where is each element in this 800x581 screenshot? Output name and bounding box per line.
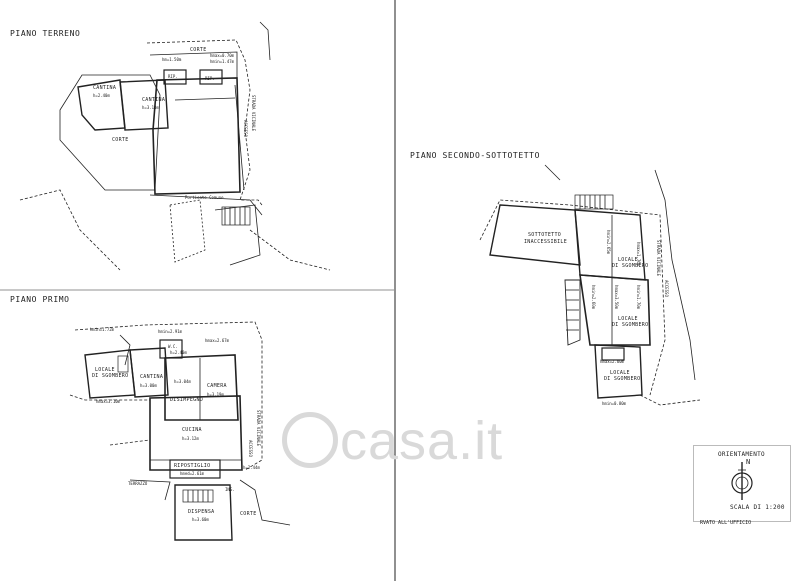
first-hmax-left: hmax=3.10m (96, 399, 121, 404)
ground-rip2: RIP. (205, 76, 215, 81)
ground-h2: h=3.10m (142, 105, 159, 110)
second-hmin1: hmin=2.65m (606, 230, 611, 255)
second-hmax2: hmax=3.50m (614, 285, 619, 310)
ground-h1: h=2.40m (93, 93, 110, 98)
first-dispensa: DISPENSA (188, 509, 215, 515)
second-locale-c2: DI SGOMBERO (604, 376, 641, 382)
ground-cantina2: CANTINA (142, 97, 166, 103)
first-h-dis: h=3.04m (174, 379, 191, 384)
legend-riservato: RVATO ALL'UFFICIO (700, 520, 752, 526)
ground-floor-plan (19, 21, 331, 271)
first-ripostiglio: RIPOSTIGLIO (174, 463, 211, 469)
first-locale-b: DI SGOMBERO (92, 373, 129, 379)
first-locale: LOCALE (95, 367, 115, 373)
second-floor-title: PIANO SECONDO-SOTTOTETTO (410, 151, 540, 160)
ground-hm-top3: hmin=1.47m (210, 59, 235, 64)
first-hmax-top: hmax=2.67m (205, 338, 230, 343)
ground-hm-top1: hm=1.50m (162, 57, 182, 62)
second-locale-a: LOCALE (618, 257, 638, 263)
second-hmax3: hmax=2.60m (600, 359, 625, 364)
first-corte: CORTE (240, 511, 257, 517)
first-ing: ING. (225, 487, 235, 492)
second-locale-c: LOCALE (610, 370, 630, 376)
first-cucina: CUCINA (182, 427, 202, 433)
first-terrazzo: TERRAZZO (128, 481, 148, 486)
ground-strada: STRADA VICINALE (251, 95, 256, 132)
second-inaccessibile: INACCESSIBILE (524, 239, 568, 245)
ground-corte-top: CORTE (190, 47, 207, 53)
ground-corte-left: CORTE (112, 137, 129, 143)
first-wc: W.C. (168, 344, 178, 349)
first-h-rip: hmed=2.61m (180, 471, 205, 476)
second-hmin3: hmin=1.70m (636, 285, 641, 310)
watermark-logo-ring (282, 412, 338, 468)
first-disimpegno: DISIMPEGNO (170, 397, 204, 403)
second-accesso: ACCESSO (664, 280, 669, 297)
first-strada: STRADA VICINALE (256, 410, 261, 447)
second-strada: STRADA VICINALE (656, 240, 661, 277)
legend-box (693, 445, 791, 522)
first-accesso: ACCESSO (248, 440, 253, 457)
second-locale-b2: DI SGOMBERO (612, 322, 649, 328)
ground-floor-title: PIANO TERRENO (10, 29, 81, 38)
first-floor-plan (69, 321, 291, 541)
first-h-cantina: h=3.00m (140, 383, 157, 388)
first-h-right: h=2.44m (243, 465, 260, 470)
first-cantina: CANTINA (140, 374, 164, 380)
first-floor-title: PIANO PRIMO (10, 295, 70, 304)
second-floor-plan (479, 164, 701, 406)
ground-porticato: Porticato Comune (185, 195, 224, 200)
first-hmin-left: hmin=1.72m (90, 327, 115, 332)
second-hmin4: hmin=0.80m (602, 401, 627, 406)
second-sottotetto: SOTTOTETTO (528, 232, 562, 238)
second-locale-b: LOCALE (618, 316, 638, 322)
watermark-text: casa.it (340, 411, 504, 471)
first-h-wc: h=2.40m (170, 350, 187, 355)
second-locale-a2: DI SGOMBERO (612, 263, 649, 269)
first-h-cucina: h=3.12m (182, 436, 199, 441)
ground-rip1: RIP. (168, 74, 178, 79)
first-camera: CAMERA (207, 383, 227, 389)
orientation-legend (731, 462, 753, 500)
first-h-disp: h=3.60m (192, 517, 209, 522)
first-h-camera: h=3.19m (207, 392, 224, 397)
ground-accesso: ACCESSO (243, 120, 248, 137)
ground-cantina1: CANTINA (93, 85, 117, 91)
ground-hm-top2: hmax=0.70m (210, 53, 235, 58)
second-hmin2: hmin=2.60m (591, 285, 596, 310)
legend-orientamento: ORIENTAMENTO (718, 451, 765, 458)
first-hmin-top: hmin=2.91m (158, 329, 183, 334)
legend-north: N (746, 458, 751, 466)
legend-scale: SCALA DI 1:200 (730, 504, 785, 511)
